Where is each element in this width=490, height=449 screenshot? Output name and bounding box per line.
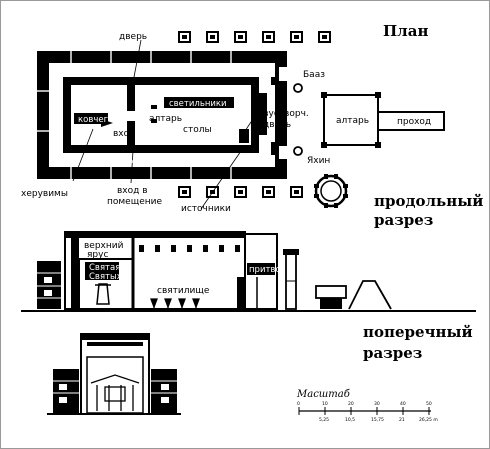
label-cherubim-inside: херувимы — [75, 96, 119, 106]
label-tables: столы — [183, 125, 212, 135]
passage-ramp — [377, 111, 445, 131]
scale-tick-30: 30 — [374, 401, 380, 407]
heading-plan: План — [383, 22, 428, 40]
heading-cross-1: поперечный — [363, 323, 473, 341]
label-rooms-bottom: комнаты — [96, 156, 135, 166]
bronze-sea — [314, 174, 348, 208]
label-porch: притвор — [249, 265, 286, 275]
scale-bar: Масштаб 0 10 20 30 40 50 5,25 10,5 15,75… — [296, 389, 438, 423]
label-upper-tier-2: ярус — [87, 250, 108, 260]
plan-room-dividers — [37, 51, 232, 179]
label-holy-2: Святых — [89, 272, 122, 282]
plan-view: дверь комнаты херувимы ковчег вход алтар… — [21, 31, 445, 214]
label-lamps: светильники — [169, 99, 227, 109]
scale-tick-40: 40 — [400, 401, 406, 407]
label-jachin: Яхин — [307, 156, 330, 166]
scale-sub-3: 15,75 — [371, 417, 384, 423]
plan-top-column-cores — [182, 35, 327, 39]
upper-tier-label-bg — [81, 240, 113, 257]
longitudinal-section: верхний ярус Святая Святых святилище при… — [21, 231, 476, 312]
section-pillar — [283, 249, 299, 310]
scale-tick-10: 10 — [322, 401, 328, 407]
label-entry-1: вход в — [117, 186, 148, 196]
scale-sub-4: 21 — [399, 417, 405, 423]
plan-bottom-columns — [178, 186, 303, 198]
label-boaz: Бааз — [303, 70, 325, 80]
label-passage: проход — [397, 117, 431, 127]
label-cherubim-outside: херувимы — [21, 189, 68, 199]
scale-tick-20: 20 — [348, 401, 354, 407]
label-door: дверь — [119, 32, 147, 42]
label-upper-tier-1: верхний — [84, 241, 124, 251]
label-altar-inner: алтарь — [149, 114, 182, 124]
scale-label: Масштаб — [296, 389, 351, 400]
scale-sub-2: 10,5 — [345, 417, 355, 423]
label-altar-outer: алтарь — [336, 116, 369, 126]
plan-top-columns — [178, 31, 331, 43]
outer-altar-group — [321, 92, 445, 148]
label-ark: ковчег — [78, 115, 109, 125]
label-rooms-top: комнаты — [67, 67, 106, 77]
heading-cross-2: разрез — [363, 344, 422, 362]
plan-inner-wall — [63, 77, 267, 153]
scale-tick-50: 50 — [426, 401, 432, 407]
label-double-door-1: двустворч. — [257, 109, 309, 119]
label-holy-1: Святая — [89, 263, 120, 273]
label-entry-2: помещение — [107, 197, 162, 207]
plan-leader-lines — [72, 39, 254, 210]
label-entrance: вход — [113, 129, 135, 139]
lampstands — [150, 298, 200, 310]
cross-section — [47, 333, 181, 415]
scale-sub-5: 26,25 m — [419, 417, 438, 423]
scale-tick-0: 0 — [297, 401, 300, 407]
pillar-jachin — [293, 146, 303, 156]
section-altar — [315, 280, 392, 310]
scale-sub-1: 5,25 — [319, 417, 329, 423]
label-double-door-2: дверь — [263, 120, 291, 130]
label-sanctuary: святилище — [157, 286, 210, 296]
heading-longitudinal-2: разрез — [374, 211, 433, 229]
heading-longitudinal-1: продольный — [374, 192, 483, 210]
cross-cherubim — [90, 374, 140, 411]
pillar-boaz — [293, 83, 303, 93]
label-sources: источники — [181, 204, 231, 214]
